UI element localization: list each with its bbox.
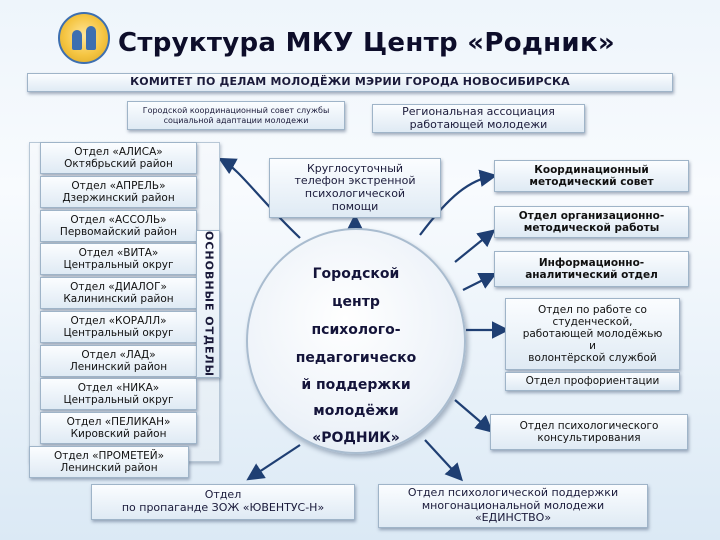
department-name: Отдел «КОРАЛЛ»	[70, 314, 167, 327]
career-guidance-box: Отдел профориентации	[505, 372, 680, 391]
org-method-box: Отдел организационно- методической работ…	[494, 206, 689, 238]
right-box-line: методический совет	[529, 176, 654, 188]
department-box: Отдел «ЛАД» Ленинский район	[40, 345, 197, 377]
council-box: Городской координационный совет службы с…	[127, 101, 345, 130]
department-district: Кировский район	[70, 428, 167, 440]
hotline-line: телефон экстренной	[294, 174, 416, 188]
department-district: Первомайский район	[59, 226, 178, 238]
department-name: Отдел «ЛАД»	[81, 348, 156, 361]
department-district: Ленинский район	[69, 361, 168, 373]
center-circle: Городской центр психолого- педагогическо…	[246, 228, 466, 454]
department-box: Отдел «ПЕЛИКАН» Кировский район	[40, 412, 197, 444]
association-line: Региональная ассоциация	[402, 104, 555, 118]
department-box: Отдел «АПРЕЛЬ» Дзержинский район	[40, 176, 197, 208]
connector-center-psych	[454, 399, 494, 433]
department-box: Отдел «НИКА» Центральный округ	[40, 378, 197, 410]
right-box-line: Информационно-	[538, 256, 645, 269]
right-box-line: Координационный	[534, 163, 649, 176]
connector-center-coord	[419, 169, 498, 236]
department-name: Отдел «ПРОМЕТЕЙ»	[53, 449, 165, 462]
ethno-line: многонациональной молодежи	[421, 498, 605, 512]
hotline-line: Круглосуточный	[306, 161, 404, 175]
connector-center-ethno	[424, 439, 463, 482]
hotline-line: помощи	[331, 199, 379, 213]
info-analytics-box: Информационно- аналитический отдел	[494, 251, 689, 287]
logo-figure	[86, 26, 96, 50]
department-box: Отдел «АССОЛЬ» Первомайский район	[40, 210, 197, 242]
connector-center-left	[218, 157, 301, 239]
right-box-line: аналитический отдел	[525, 269, 658, 281]
department-name: Отдел «АПРЕЛЬ»	[71, 179, 166, 192]
department-box: Отдел «АЛИСА» Октябрьский район	[40, 142, 197, 174]
department-box: Отдел «КОРАЛЛ» Центральный округ	[40, 311, 197, 343]
right-box-line: методической работы	[523, 222, 660, 234]
connector-center-info	[462, 273, 497, 291]
propaganda-line: Отдел	[204, 488, 242, 502]
department-district: Калининский район	[63, 293, 174, 305]
council-line: Городской координационный совет службы	[142, 106, 330, 116]
right-box-line: Отдел организационно-	[518, 209, 665, 222]
right-box-line: Отдел по работе со	[538, 303, 647, 316]
hotline-box: Круглосуточный телефон экстренной психол…	[269, 158, 441, 218]
right-box-line: Отдел профориентации	[525, 375, 660, 388]
department-district: Центральный округ	[63, 327, 174, 339]
propaganda-line: по пропаганде ЗОЖ «ЮВЕНТУС-Н»	[121, 501, 325, 514]
department-district: Центральный округ	[63, 394, 174, 406]
center-line: молодёжи	[313, 403, 399, 419]
association-line: работающей молодежи	[409, 117, 548, 131]
committee-box: КОМИТЕТ ПО ДЕЛАМ МОЛОДЁЖИ МЭРИИ ГОРОДА Н…	[27, 73, 673, 92]
connector-center-propaganda	[246, 444, 301, 481]
right-box-line: волонтёрской службой	[528, 352, 657, 365]
center-line: центр	[332, 294, 380, 310]
students-volunteer-box: Отдел по работе со студенческой, работаю…	[505, 298, 680, 370]
connector-center-orgmethod	[454, 229, 496, 263]
department-district: Октябрьский район	[64, 158, 173, 170]
ethno-line: «ЕДИНСТВО»	[474, 511, 552, 525]
ethno-line: Отдел психологической поддержки	[407, 486, 619, 500]
department-box: Отдел «ПРОМЕТЕЙ» Ленинский район	[29, 446, 189, 478]
department-district: Центральный округ	[63, 259, 174, 271]
department-district: Дзержинский район	[62, 192, 175, 204]
main-departments-label: ОСНОВНЫЕ ОТДЕЛЫ	[202, 230, 216, 378]
committee-label: КОМИТЕТ ПО ДЕЛАМ МОЛОДЁЖИ МЭРИИ ГОРОДА Н…	[130, 75, 570, 89]
psych-consulting-box: Отдел психологического консультирования	[490, 414, 688, 450]
department-name: Отдел «ВИТА»	[78, 246, 159, 259]
department-name: Отдел «НИКА»	[77, 381, 160, 394]
department-district: Ленинский район	[60, 462, 158, 474]
right-box-line: работающей молодёжью	[522, 327, 663, 340]
right-box-line: консультирования	[537, 432, 641, 444]
propaganda-box: Отдел по пропаганде ЗОЖ «ЮВЕНТУС-Н»	[91, 484, 355, 520]
center-line: педагогическо	[295, 350, 417, 366]
right-box-line: Отдел психологического	[519, 419, 659, 432]
center-line: Городской	[312, 266, 400, 282]
ethno-support-box: Отдел психологической поддержки многонац…	[378, 484, 648, 528]
department-name: Отдел «АЛИСА»	[74, 145, 163, 158]
right-box-line: и	[589, 340, 596, 353]
department-box: Отдел «ВИТА» Центральный округ	[40, 243, 197, 275]
rodnik-logo	[58, 12, 110, 64]
department-name: Отдел «ДИАЛОГ»	[70, 280, 167, 293]
right-box-line: студенческой,	[552, 315, 633, 328]
logo-figure	[72, 30, 82, 50]
department-name: Отдел «АССОЛЬ»	[70, 213, 167, 226]
department-box: Отдел «ДИАЛОГ» Калининский район	[40, 277, 197, 309]
main-departments-label-box: ОСНОВНЫЕ ОТДЕЛЫ	[196, 230, 220, 378]
center-line: «РОДНИК»	[312, 430, 400, 446]
center-line: й поддержки	[301, 377, 411, 393]
center-line: психолого-	[311, 322, 401, 338]
council-line: социальной адаптации молодежи	[163, 115, 309, 125]
hotline-line: психологической	[304, 187, 406, 200]
coordination-council-box: Координационный методический совет	[494, 160, 689, 192]
department-name: Отдел «ПЕЛИКАН»	[66, 415, 171, 428]
page-title: Структура МКУ Центр «Родник»	[118, 28, 615, 58]
association-box: Региональная ассоциация работающей молод…	[372, 104, 585, 133]
